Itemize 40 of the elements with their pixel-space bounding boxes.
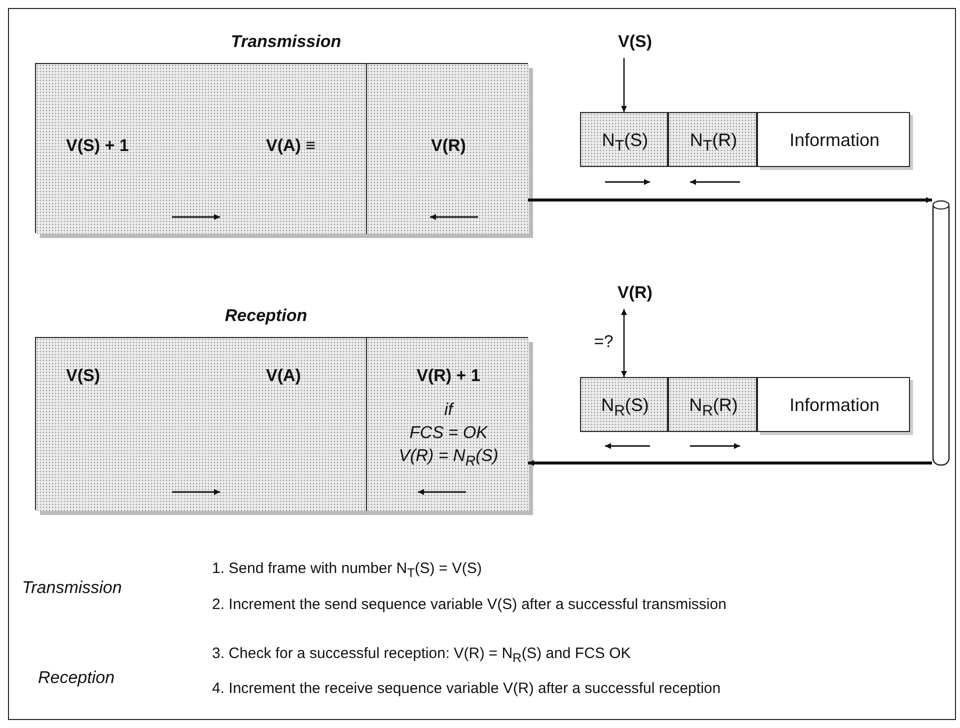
variable-panel: [36, 64, 366, 234]
arrow: [621, 309, 627, 377]
field-label: Information: [788, 130, 881, 150]
frame-field: [757, 377, 910, 432]
arrow: [621, 58, 627, 112]
step-text: 3. Check for a successful reception: V(R) = N$_{R}$(S) and FCS OK: [212, 645, 631, 665]
variable-name: V(R): [616, 283, 654, 303]
variable-name: V(A) ≡: [266, 136, 316, 156]
frame-field: [580, 377, 668, 432]
condition-text: V(R) = N$_{R}$(S): [398, 446, 500, 470]
arrow: [528, 460, 932, 466]
variable-name: V(S): [617, 32, 653, 52]
variable-name: V(R) + 1: [416, 366, 482, 386]
variable-panel: [36, 338, 366, 511]
field-label: N$_{T}$(S): [600, 130, 650, 154]
variable-panel: [366, 338, 529, 511]
step-text: 4. Increment the receive sequence variable V(R) after a successful reception: [212, 680, 721, 697]
variable-name: V(S): [66, 366, 100, 386]
field-label: Information: [788, 394, 881, 416]
step-text: 2. Increment the send sequence variable V(S) after a successful transmission: [212, 596, 726, 613]
arrow: [528, 197, 932, 203]
frame-field: [668, 377, 757, 432]
frame-field: [668, 112, 757, 167]
edge-label: =?: [594, 332, 614, 352]
field-label: N$_{T}$(R): [688, 130, 738, 154]
station-heading: Reception: [224, 306, 308, 326]
variable-name: V(R): [430, 136, 467, 156]
variable-name: V(S) + 1: [66, 136, 129, 156]
condition-text: FCS = OK: [408, 423, 489, 443]
frame-field: [580, 112, 668, 167]
station-heading: Transmission: [230, 32, 342, 52]
condition-text: if: [443, 400, 456, 420]
section-label: Transmission: [22, 578, 122, 598]
section-label: Reception: [38, 668, 115, 688]
field-label: N$_{R}$(S): [600, 394, 650, 420]
field-label: N$_{R}$(R): [688, 394, 739, 420]
step-text: 1. Send frame with number N$_{T}$(S) = V(S): [212, 560, 482, 580]
variable-panel: [366, 64, 529, 234]
variable-name: V(A): [266, 366, 301, 386]
frame-field: [757, 112, 910, 167]
